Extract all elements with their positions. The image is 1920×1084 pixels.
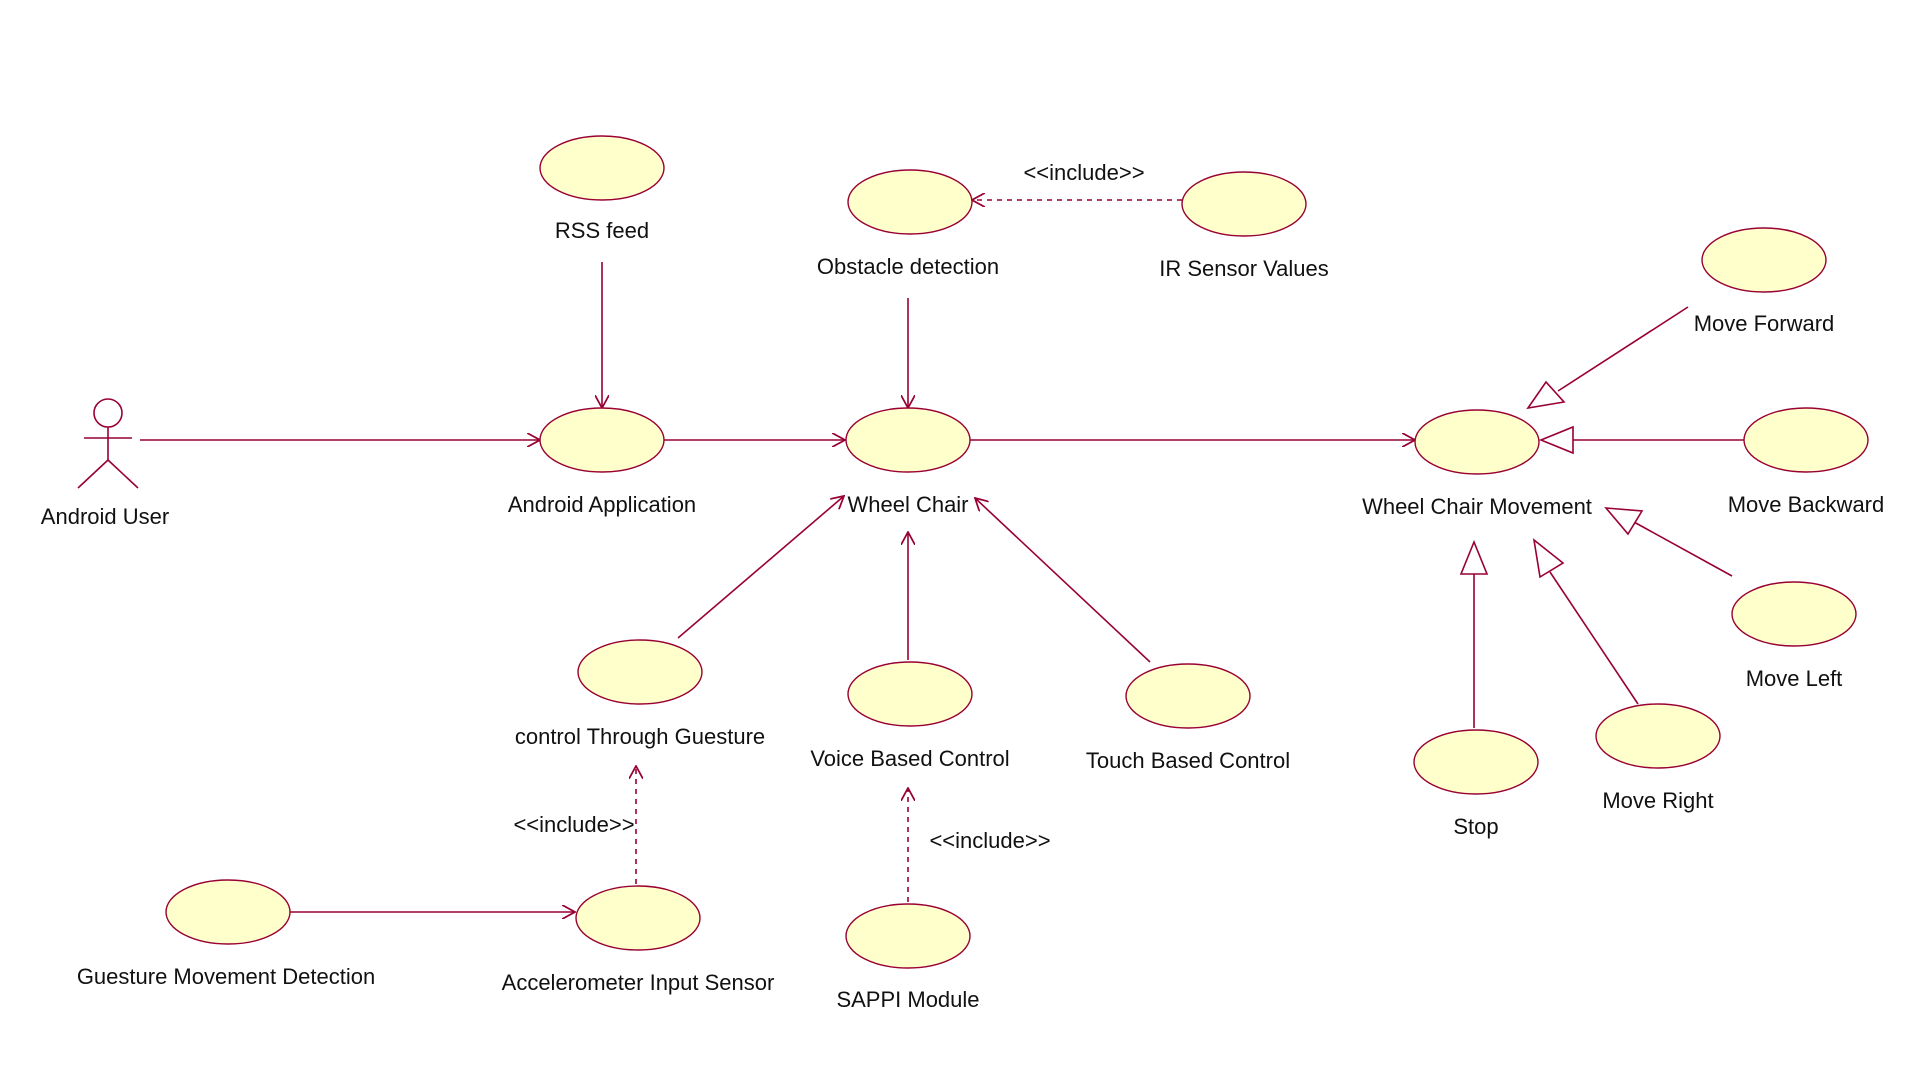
- use-case-move-right[interactable]: Move Right: [1595, 703, 1721, 813]
- include-label-accel: <<include>>: [513, 812, 634, 837]
- use-case-label: Obstacle detection: [817, 254, 999, 279]
- use-case-label: Guesture Movement Detection: [77, 964, 375, 989]
- gen-left-line: [1633, 521, 1733, 577]
- use-case-move-left[interactable]: Move Left: [1731, 581, 1857, 691]
- use-case-move-forward[interactable]: Move Forward: [1694, 227, 1835, 336]
- use-case-accelerometer-input-sensor[interactable]: Accelerometer Input Sensor: [502, 885, 775, 995]
- use-case-label: RSS feed: [555, 218, 649, 243]
- gen-backward-arrowhead: [1538, 425, 1574, 455]
- include-dependencies: [636, 200, 1182, 902]
- use-case-move-backward[interactable]: Move Backward: [1728, 407, 1885, 517]
- use-case-label: control Through Guesture: [515, 724, 765, 749]
- include-label-ir: <<include>>: [1023, 160, 1144, 185]
- use-case-label: Stop: [1453, 814, 1498, 839]
- use-case-rss-feed[interactable]: RSS feed: [539, 135, 665, 243]
- gen-right-arrowhead: [1532, 538, 1565, 579]
- use-case-wheel-chair-movement[interactable]: Wheel Chair Movement: [1362, 409, 1592, 519]
- use-case-label: Wheel Chair Movement: [1362, 494, 1592, 519]
- actor-right-leg: [107, 459, 139, 489]
- use-case-label: Accelerometer Input Sensor: [502, 970, 775, 995]
- use-case-sappi-module[interactable]: SAPPI Module: [836, 903, 980, 1012]
- gen-stop-arrowhead: [1459, 539, 1489, 575]
- actor-left-leg: [77, 459, 109, 489]
- actor-head: [93, 398, 123, 428]
- gen-forward-arrowhead: [1526, 380, 1566, 410]
- actor-label: Android User: [41, 504, 169, 529]
- gen-right-line: [1549, 571, 1639, 705]
- assoc-touch-to-chair: [975, 498, 1151, 663]
- use-case-obstacle-detection[interactable]: Obstacle detection: [817, 169, 999, 279]
- use-case-label: IR Sensor Values: [1159, 256, 1329, 281]
- android-user-actor[interactable]: Android User: [41, 398, 169, 529]
- generalizations: [1459, 306, 1744, 728]
- use-case-label: Wheel Chair: [847, 492, 968, 517]
- associations: [140, 262, 1415, 912]
- use-case-touch-based-control[interactable]: Touch Based Control: [1086, 663, 1290, 773]
- gen-forward-line: [1557, 306, 1689, 392]
- use-case-label: Move Left: [1746, 666, 1843, 691]
- use-case-ir-sensor-values[interactable]: IR Sensor Values: [1159, 171, 1329, 281]
- use-case-control-through-gesture[interactable]: control Through Guesture: [515, 639, 765, 749]
- use-case-label: Voice Based Control: [810, 746, 1009, 771]
- use-case-label: Move Forward: [1694, 311, 1835, 336]
- use-case-label: SAPPI Module: [836, 987, 979, 1012]
- use-case-android-application[interactable]: Android Application: [508, 407, 696, 517]
- use-case-label: Move Right: [1602, 788, 1713, 813]
- use-case-label: Move Backward: [1728, 492, 1885, 517]
- gen-left-arrowhead: [1604, 507, 1644, 536]
- use-case-voice-based-control[interactable]: Voice Based Control: [810, 661, 1010, 771]
- use-case-wheel-chair[interactable]: Wheel Chair: [845, 407, 971, 517]
- use-case-gesture-movement-detection[interactable]: Guesture Movement Detection: [77, 879, 375, 989]
- use-case-label: Touch Based Control: [1086, 748, 1290, 773]
- use-case-stop[interactable]: Stop: [1413, 729, 1539, 839]
- assoc-gesture-to-chair: [677, 496, 844, 639]
- use-case-label: Android Application: [508, 492, 696, 517]
- include-label-sappi: <<include>>: [929, 828, 1050, 853]
